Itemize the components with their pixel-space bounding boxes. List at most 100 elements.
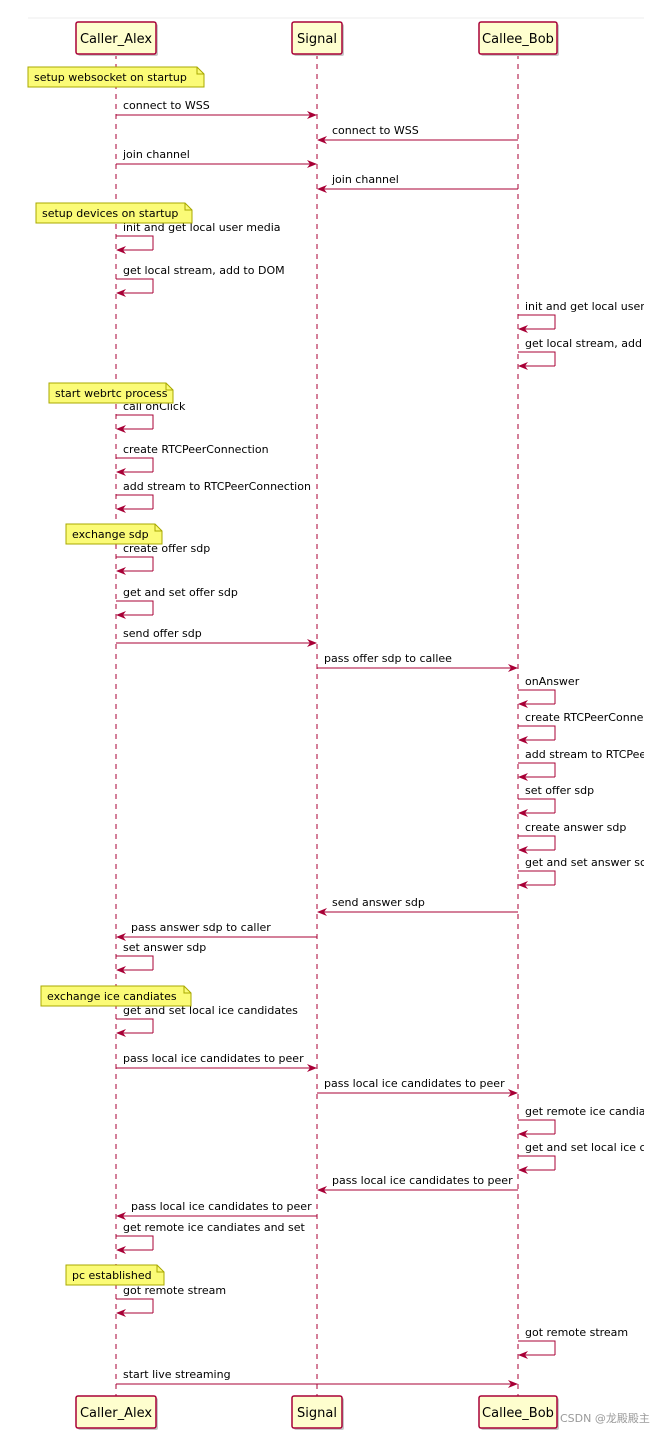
message-1: connect to WSS — [116, 99, 317, 119]
participant-alex-top: Caller_Alex — [75, 21, 158, 56]
note-n4: exchange sdp — [65, 523, 163, 545]
message-30: pass local ice candidates to peer — [317, 1174, 518, 1194]
participant-bob-bottom: Callee_Bob — [478, 1395, 559, 1430]
message-label: create RTCPeerConne — [525, 711, 644, 724]
self-loop-line — [518, 725, 556, 740]
self-loop-line — [518, 1340, 556, 1355]
message-27: pass local ice candidates to peer — [317, 1077, 518, 1097]
participant-label: Callee_Bob — [482, 32, 554, 47]
note-n2: setup devices on startup — [35, 202, 193, 224]
note-text: setup websocket on startup — [34, 71, 187, 84]
message-label: get and set local ice candidates — [123, 1004, 298, 1017]
message-label: connect to WSS — [123, 99, 210, 112]
message-20: create answer sdp — [518, 821, 626, 854]
self-loop-line — [116, 955, 154, 970]
message-35: start live streaming — [116, 1368, 518, 1388]
message-24: set answer sdp — [116, 941, 206, 974]
note-text: exchange sdp — [72, 528, 149, 541]
message-label: pass offer sdp to callee — [324, 652, 452, 665]
message-17: create RTCPeerConne — [518, 711, 644, 744]
participant-label: Caller_Alex — [80, 1406, 152, 1421]
message-label: send offer sdp — [123, 627, 202, 640]
participant-label: Caller_Alex — [80, 32, 152, 47]
note-text: setup devices on startup — [42, 207, 178, 220]
message-label: join channel — [122, 148, 190, 161]
message-label: got remote stream — [123, 1284, 226, 1297]
self-loop-line — [518, 870, 556, 885]
self-loop-line — [116, 600, 154, 615]
message-label: set offer sdp — [525, 784, 594, 797]
note-text: start webrtc process — [55, 387, 168, 400]
message-12: create offer sdp — [116, 542, 210, 575]
message-label: pass local ice candidates to peer — [332, 1174, 513, 1187]
self-loop-line — [518, 835, 556, 850]
message-label: got remote stream — [525, 1326, 628, 1339]
message-label: get local stream, add to DOM — [123, 264, 285, 277]
message-label: get remote ice candia — [525, 1105, 646, 1118]
self-loop-line — [518, 1119, 556, 1134]
message-label: init and get local user — [525, 300, 645, 313]
note-n1: setup websocket on startup — [27, 66, 205, 88]
message-29: get and set local ice c — [518, 1141, 646, 1174]
self-loop-line — [518, 1155, 556, 1170]
message-label: start live streaming — [123, 1368, 231, 1381]
participant-label: Callee_Bob — [482, 1406, 554, 1421]
message-25: get and set local ice candidates — [116, 1004, 298, 1037]
message-10: create RTCPeerConnection — [116, 443, 269, 476]
self-loop-line — [116, 414, 154, 429]
message-33: got remote stream — [116, 1284, 226, 1317]
self-loop-line — [518, 689, 556, 704]
participant-signal-top: Signal — [291, 21, 344, 56]
message-label: join channel — [331, 173, 399, 186]
message-2: connect to WSS — [317, 124, 518, 144]
self-loop-line — [518, 798, 556, 813]
message-label: pass answer sdp to caller — [131, 921, 271, 934]
message-18: add stream to RTCPee — [518, 748, 646, 781]
message-5: init and get local user media — [116, 221, 281, 254]
message-19: set offer sdp — [518, 784, 594, 817]
self-loop-line — [116, 457, 154, 472]
message-label: send answer sdp — [332, 896, 425, 909]
self-loop-line — [116, 494, 154, 509]
message-11: add stream to RTCPeerConnection — [116, 480, 311, 513]
message-16: onAnswer — [518, 675, 580, 708]
message-22: send answer sdp — [317, 896, 518, 916]
note-text: pc established — [72, 1269, 152, 1282]
message-23: pass answer sdp to caller — [116, 921, 317, 941]
message-label: add stream to RTCPee — [525, 748, 646, 761]
message-14: send offer sdp — [116, 627, 317, 647]
message-31: pass local ice candidates to peer — [116, 1200, 317, 1220]
note-n5: exchange ice candiates — [40, 985, 192, 1007]
message-6: get local stream, add to DOM — [116, 264, 285, 297]
message-3: join channel — [116, 148, 317, 168]
message-label: get and set local ice c — [525, 1141, 646, 1154]
message-label: add stream to RTCPeerConnection — [123, 480, 311, 493]
message-label: pass local ice candidates to peer — [123, 1052, 304, 1065]
message-label: create answer sdp — [525, 821, 626, 834]
message-21: get and set answer sc — [518, 856, 644, 889]
self-loop-line — [116, 1298, 154, 1313]
message-label: create RTCPeerConnection — [123, 443, 269, 456]
note-n3: start webrtc process — [48, 382, 174, 404]
message-8: get local stream, add — [518, 337, 642, 370]
message-label: pass local ice candidates to peer — [324, 1077, 505, 1090]
self-loop-line — [518, 314, 556, 329]
message-label: pass local ice candidates to peer — [131, 1200, 312, 1213]
message-9: call onClick — [116, 400, 186, 433]
message-label: get local stream, add — [525, 337, 642, 350]
message-label: set answer sdp — [123, 941, 206, 954]
message-7: init and get local user — [518, 300, 645, 333]
self-loop-line — [116, 1235, 154, 1250]
message-32: get remote ice candiates and set — [116, 1221, 306, 1254]
participant-bob-top: Callee_Bob — [478, 21, 559, 56]
message-26: pass local ice candidates to peer — [116, 1052, 317, 1072]
message-label: init and get local user media — [123, 221, 281, 234]
message-4: join channel — [317, 173, 518, 193]
participant-label: Signal — [297, 32, 337, 47]
message-15: pass offer sdp to callee — [317, 652, 518, 672]
participant-alex-bottom: Caller_Alex — [75, 1395, 158, 1430]
message-label: connect to WSS — [332, 124, 419, 137]
message-label: create offer sdp — [123, 542, 210, 555]
message-28: get remote ice candia — [518, 1105, 646, 1138]
